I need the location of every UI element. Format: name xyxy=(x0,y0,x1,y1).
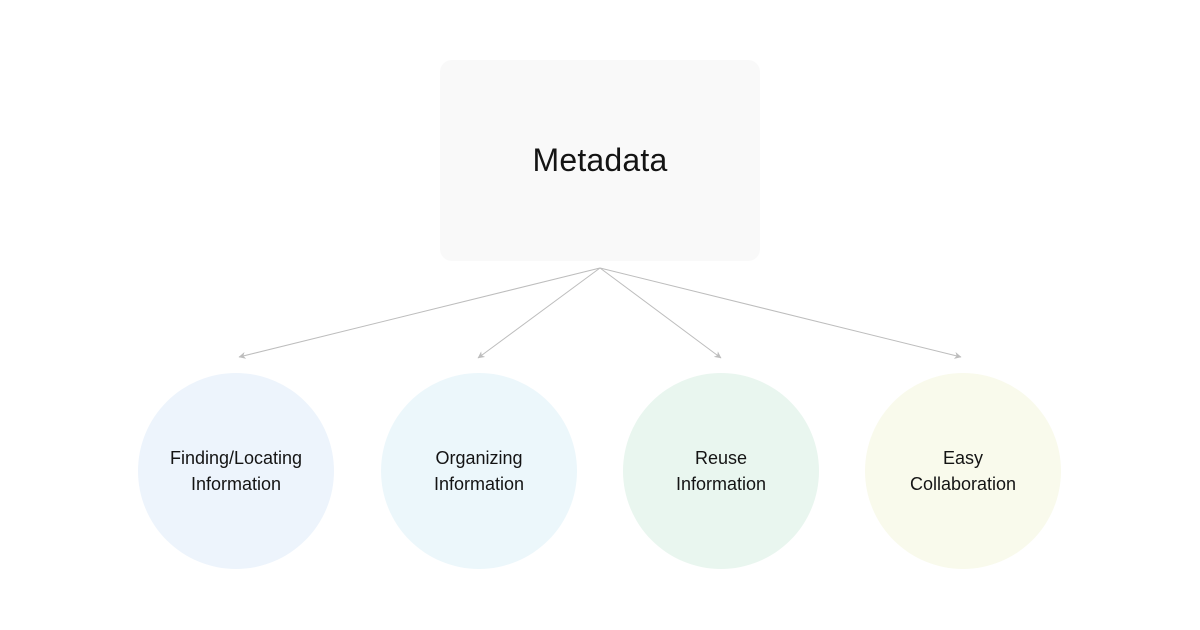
node-label-line: Information xyxy=(433,474,525,494)
node-easy-collaboration-label: Easy Collaboration xyxy=(910,445,1016,497)
node-finding-locating-information-label: Finding/Locating Information xyxy=(170,445,302,497)
node-easy-collaboration: Easy Collaboration xyxy=(865,373,1061,569)
node-reuse-information: Reuse Information xyxy=(623,373,819,569)
node-reuse-information-label: Reuse Information xyxy=(676,445,766,497)
node-label-line: Information xyxy=(675,474,767,494)
node-label-line: Organizing xyxy=(435,448,523,468)
node-label-line: Reuse xyxy=(694,448,747,468)
node-metadata: Metadata xyxy=(440,60,760,261)
node-label-line: Finding/Locating xyxy=(169,448,303,468)
connector-metadata-to-collaboration xyxy=(599,267,962,359)
node-label-line: Easy xyxy=(942,448,983,468)
node-metadata-label: Metadata xyxy=(532,142,668,178)
node-organizing-information-label: Organizing Information xyxy=(434,445,524,497)
connector-metadata-to-reuse xyxy=(599,267,722,359)
connector-metadata-to-finding xyxy=(238,267,601,359)
connector-metadata-to-organizing xyxy=(477,267,601,359)
node-label-line: Information xyxy=(190,474,282,494)
node-finding-locating-information: Finding/Locating Information xyxy=(138,373,334,569)
node-organizing-information: Organizing Information xyxy=(381,373,577,569)
node-label-line: Collaboration xyxy=(909,474,1017,494)
